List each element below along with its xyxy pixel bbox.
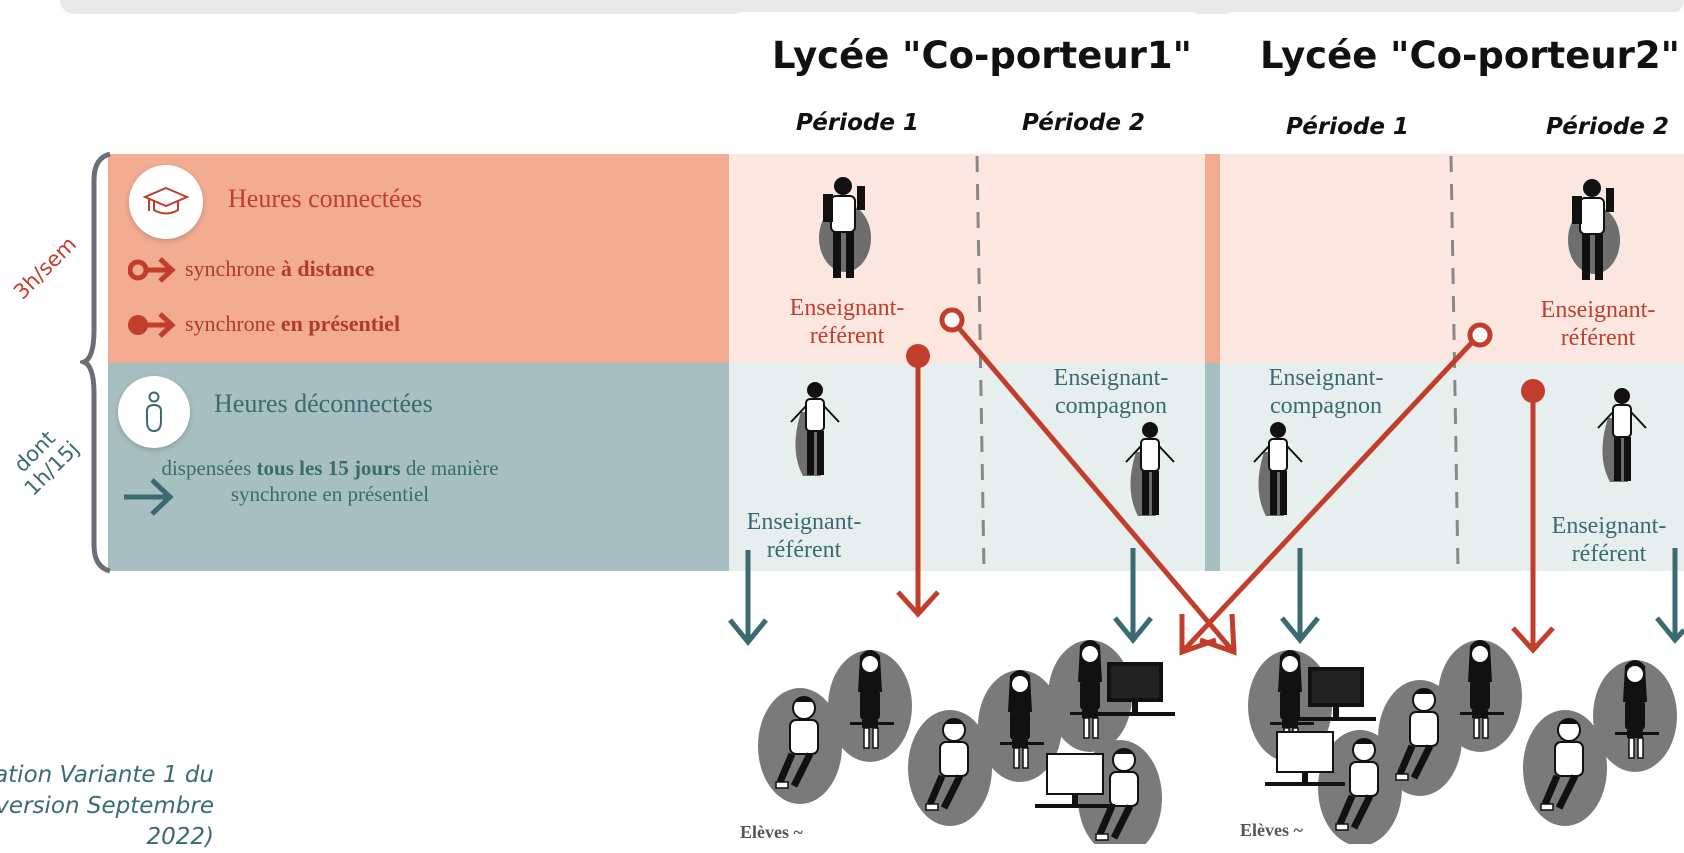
- red-arrows: [896, 318, 1555, 656]
- curly-brace: [80, 151, 111, 574]
- student-figure: [1592, 659, 1678, 773]
- dot-arrow-icon: [128, 312, 176, 338]
- legend-remote: synchrone à distance: [185, 256, 374, 282]
- teacher-standing-figure: [1125, 421, 1175, 517]
- role-referent-disconnected-1: Enseignant- référent: [728, 508, 880, 564]
- role-referent-disconnected-2: Enseignant- référent: [1534, 512, 1684, 568]
- period-label: Période 2: [1022, 110, 1145, 136]
- legend-onsite: synchrone en présentiel: [185, 311, 400, 337]
- role-companion-2: Enseignant- compagnon: [1251, 364, 1401, 420]
- teacher-standing-figure: [1597, 387, 1647, 483]
- graduation-cap-badge: [129, 165, 203, 239]
- role-referent-connected-2: Enseignant- référent: [1520, 296, 1676, 352]
- period-divider: [975, 155, 986, 571]
- description-bold: tous les 15 jours: [256, 456, 401, 480]
- disconnected-description: dispensées tous les 15 jours de manière …: [160, 455, 500, 507]
- teacher-laptop-figure: [1567, 178, 1621, 281]
- legend-onsite-bold: en présentiel: [280, 311, 401, 336]
- role-line: référent: [809, 323, 885, 349]
- remote-ring: [1467, 322, 1493, 348]
- role-line: Enseignant-: [1540, 297, 1656, 323]
- circle-arrow-icon: [128, 257, 176, 283]
- teal-arrows: [728, 548, 1684, 646]
- legend-remote-bold: à distance: [280, 256, 375, 281]
- role-line: compagnon: [1270, 393, 1382, 419]
- students-label-2: Elèves ~: [1240, 820, 1303, 840]
- teacher-laptop-figure: [818, 176, 872, 279]
- role-line: référent: [1571, 541, 1647, 567]
- period-label: Période 2: [1546, 114, 1669, 140]
- arrow-right-icon: [124, 478, 174, 516]
- onsite-dot: [1521, 379, 1545, 403]
- role-line: Enseignant-: [789, 295, 905, 321]
- description-suffix: de manière synchrone en présentiel: [230, 456, 499, 506]
- top-bar: [60, 0, 1684, 14]
- students-label-1: Elèves ~: [740, 822, 803, 842]
- teacher-standing-figure: [1253, 421, 1303, 517]
- role-line: compagnon: [1055, 393, 1167, 419]
- onsite-dot: [906, 344, 930, 368]
- graduation-cap-icon: [143, 186, 189, 215]
- student-figure: [1437, 639, 1523, 753]
- person-badge: [118, 376, 190, 448]
- remote-ring: [939, 307, 965, 333]
- legend-remote-prefix: synchrone: [185, 256, 281, 281]
- person-icon: [146, 391, 162, 433]
- period-label: Période 1: [796, 110, 919, 136]
- student-figure: [827, 649, 913, 763]
- role-companion-1: Enseignant- compagnon: [1036, 364, 1186, 420]
- connected-hours-title: Heures connectées: [228, 184, 423, 213]
- school-title-1: Lycée "Co-porteur1": [772, 34, 1192, 77]
- caption-line: ation Variante 1 du: [0, 762, 214, 788]
- description-prefix: dispensées: [161, 456, 257, 480]
- role-line: Enseignant-: [1268, 365, 1384, 391]
- role-line: Enseignant-: [1053, 365, 1169, 391]
- role-line: Enseignant-: [746, 509, 862, 535]
- caption-line: version Septembre: [0, 793, 214, 819]
- school-title-2: Lycée "Co-porteur2": [1260, 34, 1680, 77]
- legend-onsite-prefix: synchrone: [185, 311, 281, 336]
- role-line: référent: [766, 537, 842, 563]
- disconnected-hours-title: Heures déconnectées: [214, 389, 433, 418]
- connected-tint: [729, 154, 1205, 363]
- role-line: Enseignant-: [1551, 513, 1667, 539]
- period-label: Période 1: [1286, 114, 1409, 140]
- role-referent-connected-1: Enseignant- référent: [772, 294, 922, 350]
- teacher-standing-figure: [790, 381, 840, 477]
- role-line: référent: [1560, 325, 1636, 351]
